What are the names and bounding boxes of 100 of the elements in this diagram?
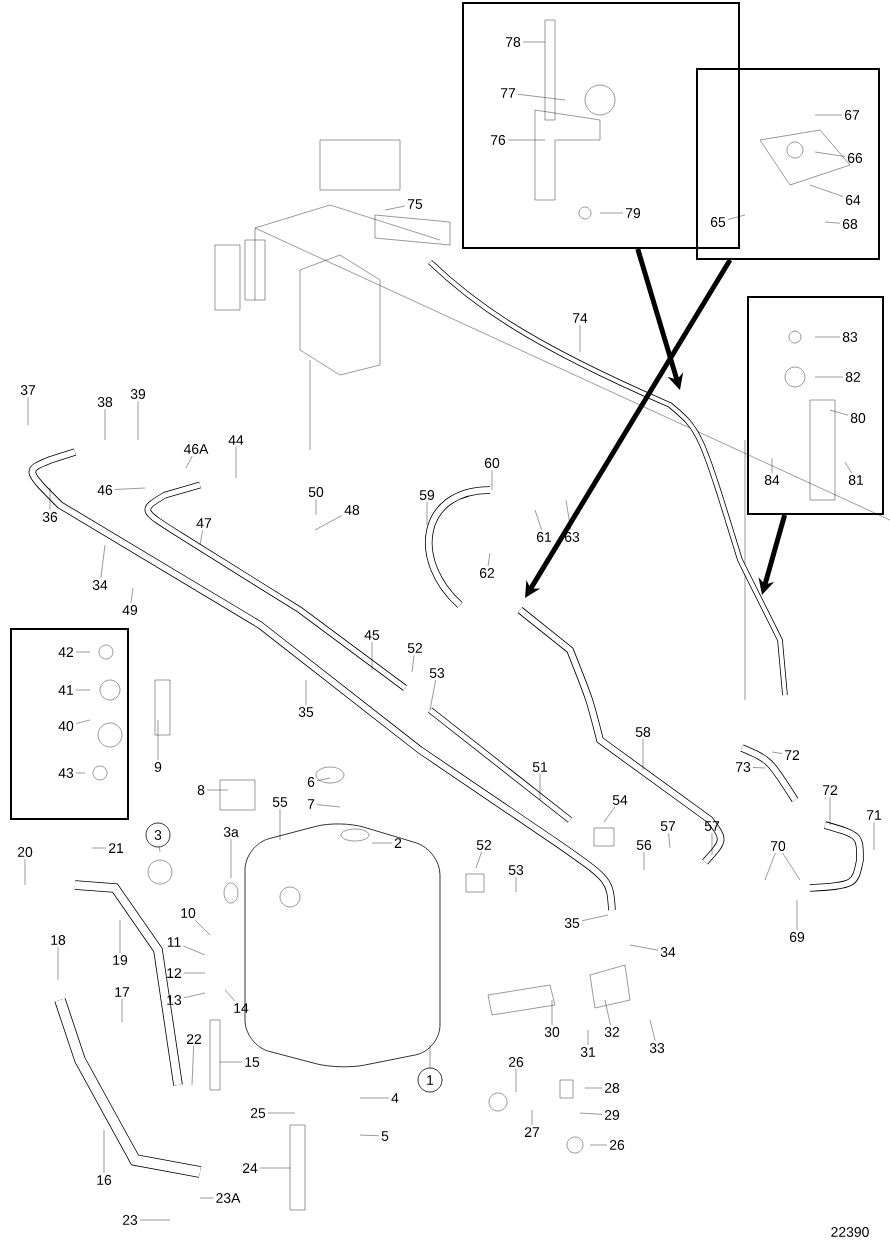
leader-line	[531, 1109, 533, 1126]
leader-line	[314, 515, 343, 531]
callout-number: 59	[419, 490, 435, 500]
callout-number: 29	[604, 1110, 620, 1120]
leader-line	[183, 972, 206, 974]
leader-line	[814, 376, 844, 378]
callout-number: 16	[97, 1175, 112, 1185]
leader-line	[565, 499, 572, 531]
leader-line	[411, 654, 415, 673]
callout-number: 48	[344, 505, 360, 515]
callout-number: 52	[476, 840, 492, 850]
leader-line	[487, 552, 491, 567]
callout-number: 35	[564, 918, 580, 928]
leader-line	[130, 587, 134, 604]
callout-number: 45	[364, 630, 380, 640]
leader-line	[727, 214, 746, 220]
leader-line	[359, 1134, 380, 1136]
leader-line	[27, 396, 29, 426]
leader-line	[771, 457, 773, 474]
circled-number: 1	[417, 1067, 443, 1093]
leader-line	[515, 1068, 517, 1093]
leader-line	[711, 832, 713, 856]
callout-number: 49	[122, 605, 138, 615]
callout-number: 68	[842, 219, 858, 229]
leader-line	[199, 1197, 214, 1199]
callout-number: 26	[609, 1140, 625, 1150]
callout-number: 52	[407, 643, 423, 653]
callout-number: 34	[660, 947, 676, 957]
leader-line	[114, 487, 146, 490]
callout-number: 77	[500, 88, 516, 98]
callout-number: 9	[154, 762, 162, 772]
callout-number: 22	[186, 1034, 202, 1044]
callout-number: 24	[242, 1163, 258, 1173]
callout-number: 73	[735, 762, 751, 772]
callout-number: 80	[850, 413, 866, 423]
leader-line	[185, 455, 193, 469]
leader-line	[642, 738, 644, 771]
callout-number: 12	[167, 968, 182, 978]
leader-line	[371, 641, 373, 671]
callout-number: 17	[115, 987, 130, 997]
callout-number: 2	[394, 838, 402, 848]
callout-number: 31	[580, 1047, 596, 1057]
callout-number: 21	[108, 843, 124, 853]
leader-line	[103, 1129, 105, 1174]
leader-line	[522, 41, 546, 43]
leader-line	[589, 1144, 608, 1146]
leader-line	[75, 772, 86, 774]
callout-number: 74	[572, 313, 588, 323]
callout-number: 61	[536, 532, 552, 542]
leader-line	[771, 751, 783, 754]
callout-number: 82	[845, 372, 861, 382]
leader-line	[824, 221, 841, 224]
leader-line	[579, 324, 581, 353]
callout-number: 78	[505, 37, 521, 47]
leader-line	[604, 999, 611, 1026]
callout-number: 50	[308, 487, 324, 497]
leader-line	[429, 679, 436, 711]
leader-line	[159, 847, 161, 853]
callout-number: 57	[660, 821, 676, 831]
leader-line	[104, 408, 106, 441]
callout-number: 39	[130, 389, 146, 399]
leader-line	[814, 114, 843, 116]
callout-number: 47	[196, 518, 212, 528]
callout-number: 15	[245, 1057, 260, 1067]
callout-number: 23A	[216, 1193, 241, 1203]
leader-line	[668, 832, 671, 849]
leader-line	[809, 184, 844, 197]
leader-line	[235, 446, 237, 479]
callout-number: 71	[866, 810, 882, 820]
callout-number: 53	[508, 865, 524, 875]
callout-number: 75	[407, 199, 423, 209]
callout-number: 26	[508, 1057, 524, 1067]
leader-line	[429, 1044, 431, 1068]
leader-line	[316, 804, 341, 808]
callout-number: 46	[97, 485, 113, 495]
leader-line	[57, 946, 59, 981]
callout-number: 38	[97, 397, 113, 407]
leader-line	[91, 847, 107, 849]
callout-number: 62	[479, 568, 495, 578]
leader-line	[629, 944, 659, 951]
callout-number: 36	[42, 512, 58, 522]
leader-line	[137, 400, 139, 441]
leader-line	[873, 821, 875, 851]
leader-line	[507, 139, 546, 141]
leader-line	[259, 1167, 291, 1169]
leader-line	[359, 1097, 390, 1099]
callout-number: 51	[532, 762, 548, 772]
callout-number: 33	[649, 1043, 665, 1053]
inset-frame	[747, 296, 884, 515]
leader-line	[581, 914, 609, 921]
callout-number: 11	[167, 937, 181, 947]
leader-line	[230, 838, 232, 879]
callout-number: 81	[848, 475, 864, 485]
callout-number: 10	[181, 908, 196, 918]
callout-number: 70	[770, 841, 786, 851]
leader-line	[426, 501, 428, 526]
leader-line	[219, 1061, 243, 1063]
callout-number: 14	[234, 1003, 249, 1013]
leader-line	[517, 94, 566, 101]
leader-line	[551, 999, 553, 1026]
